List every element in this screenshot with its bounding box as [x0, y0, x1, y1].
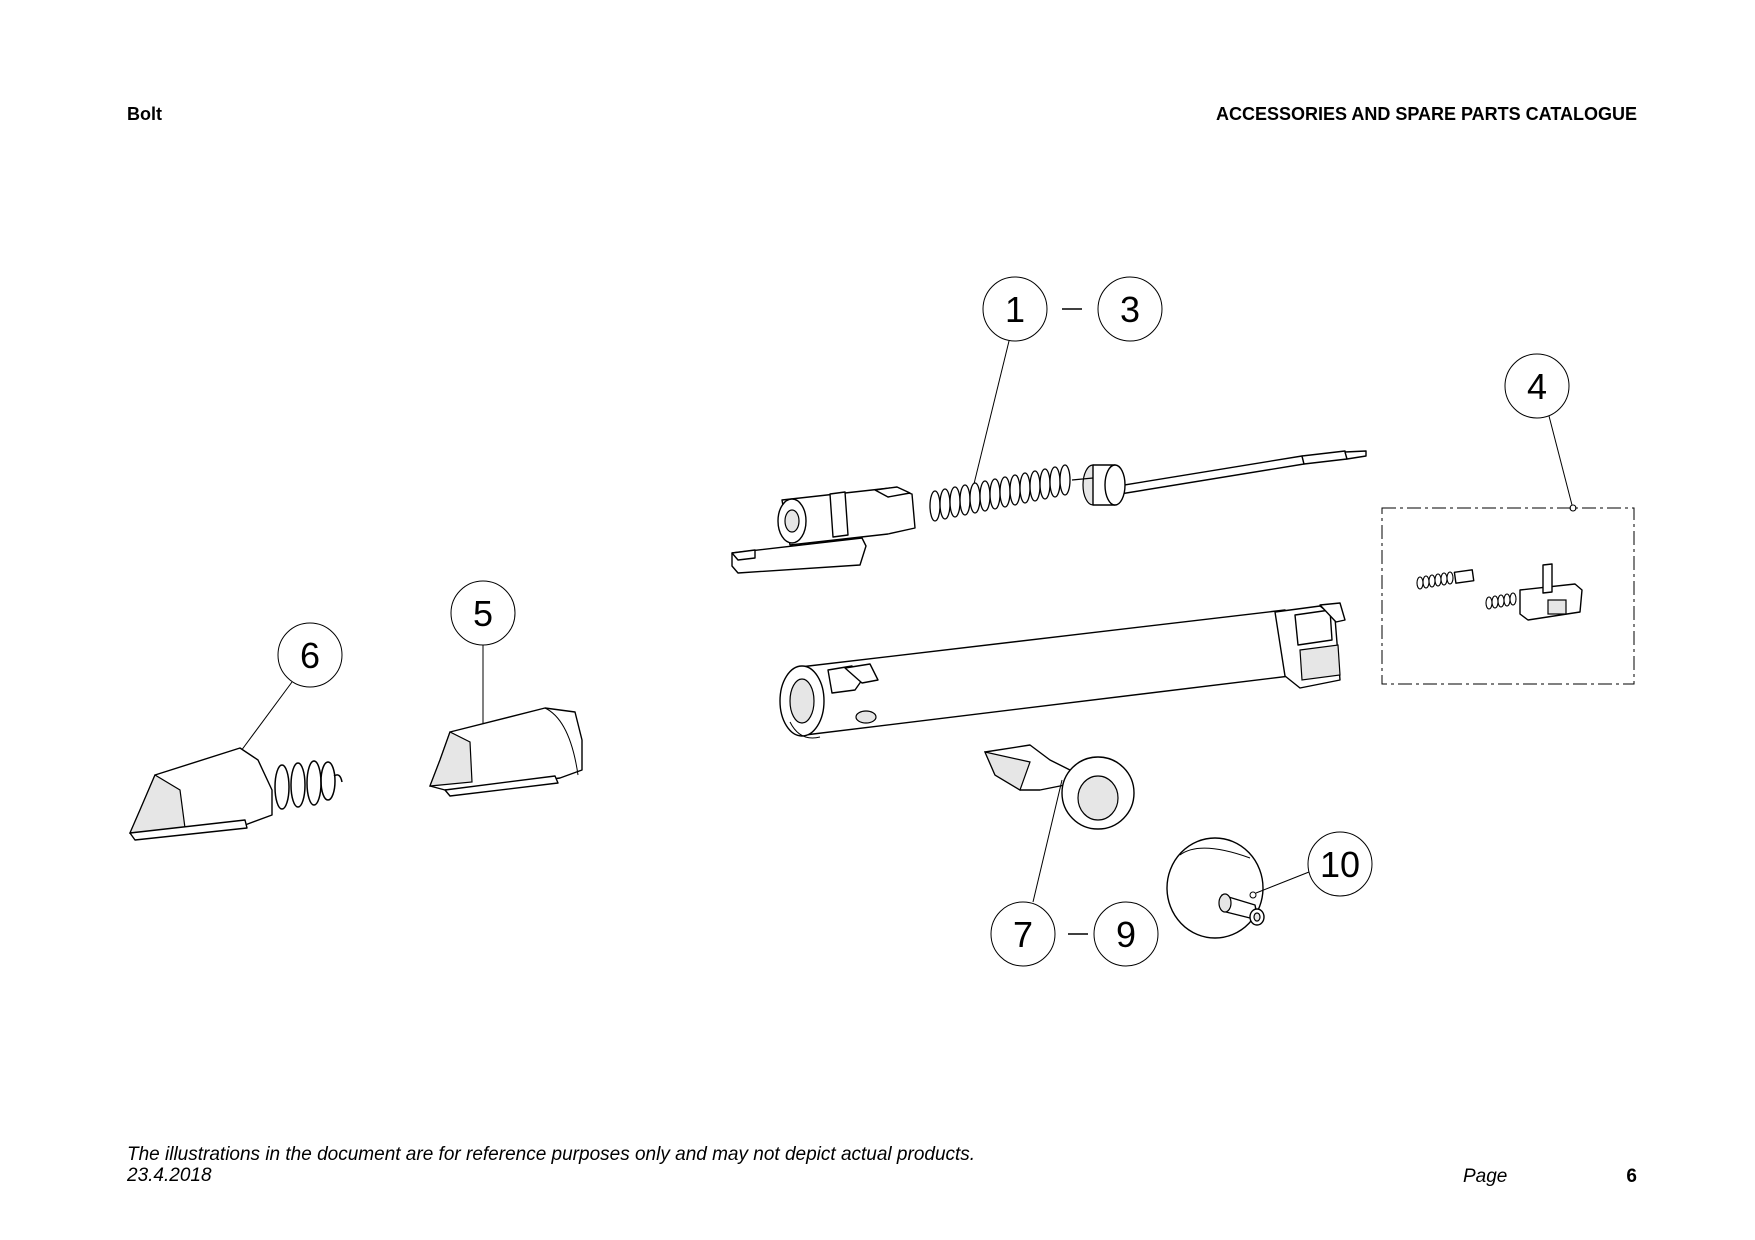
callout-7-label: 7: [1013, 914, 1033, 955]
callout-5-label: 5: [473, 593, 493, 634]
part-6: [129, 747, 343, 841]
callout-10: 10: [1249, 831, 1373, 899]
callout-1-circle: [982, 276, 1048, 342]
callout-5: 5: [450, 580, 516, 748]
leader-line: [1032, 779, 1063, 903]
callout-1-3: 1 3: [971, 276, 1163, 493]
leader-line: [971, 340, 1010, 493]
callout-9-circle: [1093, 901, 1159, 967]
disclaimer-text: The illustrations in the document are fo…: [127, 1144, 976, 1165]
callout-3-circle: [1097, 276, 1163, 342]
leader-line: [1255, 871, 1310, 894]
callout-7-circle: [990, 901, 1056, 967]
page-label: Page: [1463, 1166, 1508, 1187]
callout-6-circle: [277, 622, 343, 688]
callout-3-label: 3: [1120, 289, 1140, 330]
callout-7-9: 7 9: [990, 779, 1159, 967]
callout-6: 6: [232, 622, 343, 762]
callout-4-circle: [1504, 353, 1570, 419]
callout-6-label: 6: [300, 635, 320, 676]
leader-line: [1548, 415, 1573, 506]
callout-9-label: 9: [1116, 914, 1136, 955]
bolt-handle: [983, 744, 1135, 830]
part-10: [1166, 837, 1265, 939]
bolt-body: [779, 602, 1346, 739]
callout-1-label: 1: [1005, 289, 1025, 330]
leader-line: [237, 681, 293, 756]
callout-4-label: 4: [1527, 366, 1547, 407]
section-title: Bolt: [127, 104, 162, 124]
catalogue-title: ACCESSORIES AND SPARE PARTS CATALOGUE: [1215, 104, 1637, 124]
callout-10-circle: [1307, 831, 1373, 897]
callout-4: 4: [1504, 353, 1577, 512]
document-date: 23.4.2018: [127, 1165, 212, 1186]
firing-pin-assembly: [731, 450, 1367, 574]
page-number: 6: [1626, 1166, 1637, 1187]
callout-10-label: 10: [1320, 844, 1360, 885]
part-5: [429, 707, 583, 797]
kit-4-box: [1381, 507, 1635, 685]
